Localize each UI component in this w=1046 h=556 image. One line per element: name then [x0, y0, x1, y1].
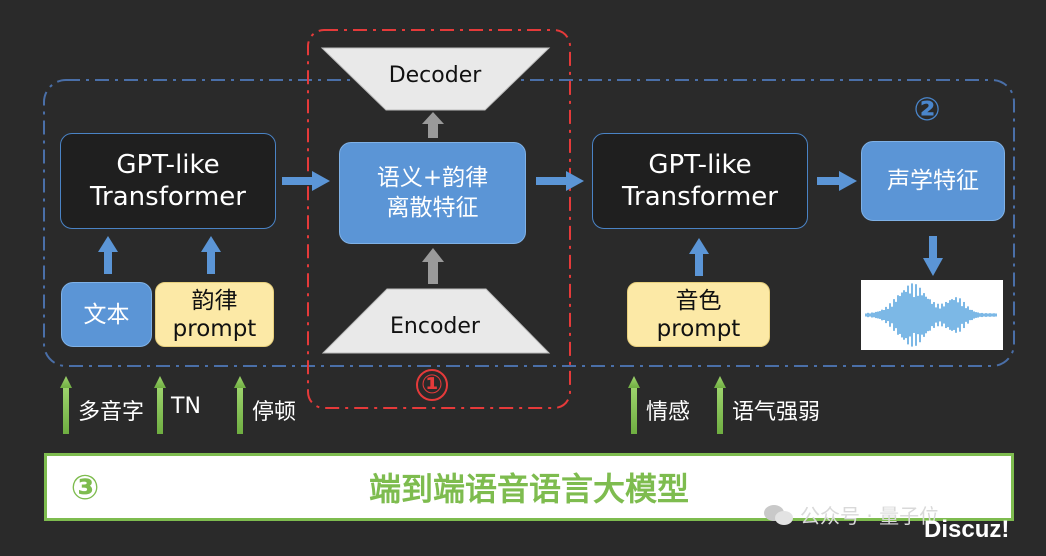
feature-pause-label: 停顿 — [252, 400, 297, 425]
right-transformer-box: GPT-like Transformer — [592, 133, 808, 229]
right-transformer-line2: Transformer — [621, 182, 778, 212]
text-input-box: 文本 — [61, 282, 152, 347]
semantic-tokens-box: 语义+韵律 离散特征 — [339, 142, 526, 244]
prosody-prompt-line2: prompt — [172, 315, 257, 342]
green-arrow-polyphone — [60, 376, 72, 434]
green-arrow-tone — [714, 376, 726, 434]
arrow-text-up — [98, 236, 118, 274]
watermark-wechat-label: 公众号 · 量子位 — [800, 504, 940, 528]
feature-polyphone: 多音字 — [78, 394, 144, 426]
banner-title: 端到端语音语言大模型 — [368, 470, 689, 508]
feature-polyphone-label: 多音字 — [78, 400, 145, 425]
timbre-prompt-line2: prompt — [656, 315, 741, 342]
timbre-prompt-box: 音色 prompt — [627, 282, 770, 347]
timbre-prompt-line1: 音色 — [675, 287, 722, 314]
decoder-label: Decoder — [388, 62, 482, 88]
left-transformer-line2: Transformer — [89, 182, 246, 212]
feature-tn: TN — [171, 394, 201, 419]
marker-one: ① — [416, 369, 448, 401]
blue-dashed-frame — [43, 79, 1015, 367]
watermark-site: Discuz! — [924, 516, 1010, 543]
left-transformer-line1: GPT-like — [116, 150, 220, 180]
encoder-shape — [321, 288, 551, 354]
acoustic-features-label: 声学特征 — [887, 168, 979, 194]
feature-emotion-label: 情感 — [646, 400, 691, 425]
arrow-prosody-up — [201, 236, 221, 274]
semantic-tokens-line2: 离散特征 — [386, 195, 479, 221]
text-input-label: 文本 — [83, 301, 130, 328]
marker-two: ② — [910, 92, 944, 126]
feature-tone: 语气强弱 — [732, 394, 820, 426]
waveform-icon — [865, 283, 997, 347]
arrow-right-transformer-to-acoustic — [817, 171, 857, 191]
feature-emotion: 情感 — [646, 394, 690, 426]
feature-tn-label: TN — [171, 394, 201, 419]
acoustic-features-box: 声学特征 — [861, 141, 1005, 221]
prosody-prompt-line1: 韵律 — [191, 287, 238, 314]
banner: ③ 端到端语音语言大模型 — [44, 453, 1014, 521]
green-arrow-emotion — [628, 376, 640, 434]
feature-pause: 停顿 — [252, 394, 296, 426]
green-arrow-pause — [234, 376, 246, 434]
watermark-wechat: 公众号 · 量子位 — [764, 500, 939, 529]
arrow-from-encoder — [422, 248, 444, 284]
prosody-prompt-box: 韵律 prompt — [155, 282, 274, 347]
feature-tone-label: 语气强弱 — [732, 400, 821, 425]
semantic-tokens-line1: 语义+韵律 — [376, 165, 489, 191]
wechat-icon — [764, 503, 794, 527]
marker-three: ③ — [65, 468, 105, 508]
marker-one-label: ① — [420, 370, 443, 400]
arrow-to-decoder — [422, 112, 444, 138]
arrow-acoustic-down — [923, 236, 943, 276]
right-transformer-line1: GPT-like — [648, 150, 752, 180]
green-arrow-tn — [154, 376, 166, 434]
decoder-shape — [320, 47, 551, 111]
arrow-timbre-up — [689, 238, 709, 276]
red-dashed-frame — [307, 29, 571, 409]
arrow-left-transformer-to-tokens — [282, 171, 330, 191]
arrow-tokens-to-right-transformer — [536, 171, 584, 191]
left-transformer-box: GPT-like Transformer — [60, 133, 276, 229]
marker-three-label: ③ — [70, 468, 100, 508]
marker-two-label: ② — [913, 90, 941, 128]
encoder-label: Encoder — [390, 313, 480, 339]
